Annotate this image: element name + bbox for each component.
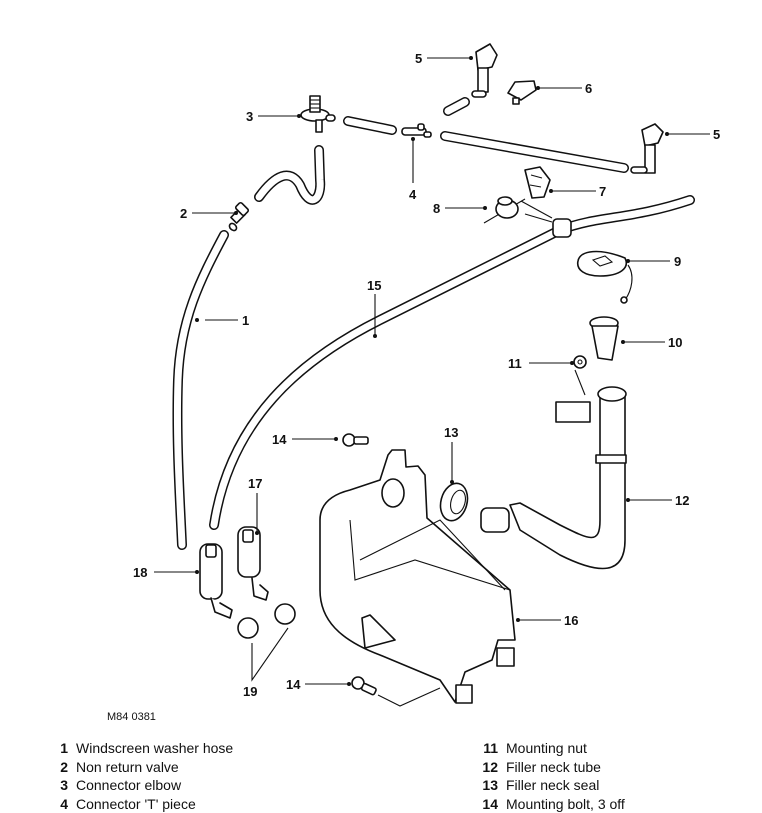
callout-10: 10 (668, 335, 682, 350)
part-jet-hose-short (448, 102, 465, 111)
part-jet-hose-long (445, 136, 624, 168)
legend-label: Filler neck tube (506, 759, 601, 775)
legend-label: Windscreen washer hose (76, 740, 233, 756)
legend-label: Connector 'T' piece (76, 796, 196, 812)
legend-item: 4 Connector 'T' piece (58, 795, 233, 813)
part-washer-jet-upper (472, 44, 497, 97)
part-reservoir (320, 450, 515, 703)
part-filler-cap (578, 252, 632, 303)
part-pump-seals (238, 604, 295, 638)
callout-3: 3 (246, 109, 253, 124)
part-filler-neck-tube (481, 387, 626, 569)
part-connector-elbow (301, 96, 335, 132)
callout-18: 18 (133, 565, 147, 580)
callout-5a: 5 (415, 51, 422, 66)
part-filler-neck-seal (437, 480, 472, 523)
legend-item: 11 Mounting nut (480, 739, 625, 758)
callout-13: 13 (444, 425, 458, 440)
callout-9: 9 (674, 254, 681, 269)
callout-14a: 14 (272, 432, 287, 447)
legend-number: 1 (58, 739, 68, 758)
exploded-parts-diagram: 1 2 3 4 5 5 6 7 8 9 10 11 12 13 14 14 15… (0, 0, 762, 730)
legend-label: Filler neck seal (506, 777, 599, 793)
part-hose-clip (525, 167, 550, 198)
callout-5b: 5 (713, 127, 720, 142)
part-mounting-nut (574, 356, 586, 395)
part-rear-non-return-valve (484, 197, 525, 223)
parts-legend-left: 1 Windscreen washer hose 2 Non return valv… (58, 739, 233, 813)
legend-number: 4 (58, 795, 68, 813)
legend-item: 13 Filler neck seal (480, 776, 625, 795)
legend-number: 11 (480, 739, 498, 758)
part-short-hose (348, 121, 392, 130)
callout-14b: 14 (286, 677, 301, 692)
legend-label: Mounting nut (506, 740, 587, 756)
legend-item: 12 Filler neck tube (480, 758, 625, 777)
callout-17: 17 (248, 476, 262, 491)
part-rear-washer-pump (238, 527, 268, 600)
part-elbow-hose (259, 150, 320, 200)
legend-item: 14 Mounting bolt, 3 off (480, 795, 625, 813)
callout-6: 6 (585, 81, 592, 96)
legend-item: 3 Connector elbow (58, 776, 233, 795)
callout-12: 12 (675, 493, 689, 508)
legend-number: 2 (58, 758, 68, 777)
part-jet-clip (508, 81, 536, 104)
callout-2: 2 (180, 206, 187, 221)
legend-label: Connector elbow (76, 777, 181, 793)
callout-16: 16 (564, 613, 578, 628)
legend-item: 2 Non return valve (58, 758, 233, 777)
part-filler-filter (590, 317, 618, 360)
legend-item: 1 Windscreen washer hose (58, 739, 233, 758)
part-mounting-bolt-lower (352, 677, 440, 706)
callout-1: 1 (242, 313, 249, 328)
legend-label: Non return valve (76, 759, 179, 775)
parts-legend-right: 11 Mounting nut 12 Filler neck tube 13 Fill… (480, 739, 625, 813)
callout-7: 7 (599, 184, 606, 199)
callout-19: 19 (243, 684, 257, 699)
part-non-return-valve (228, 202, 249, 232)
callout-11: 11 (508, 356, 522, 371)
callout-8: 8 (433, 201, 440, 216)
legend-number: 14 (480, 795, 498, 813)
part-connector-t-piece (402, 124, 431, 137)
part-washer-jet-right (631, 124, 663, 173)
callout-4: 4 (409, 187, 417, 202)
legend-number: 3 (58, 776, 68, 795)
legend-label: Mounting bolt, 3 off (506, 796, 625, 812)
legend-number: 13 (480, 776, 498, 795)
callout-15: 15 (367, 278, 381, 293)
legend-number: 12 (480, 758, 498, 777)
diagram-reference-code: M84 0381 (107, 711, 156, 723)
part-mounting-bolt-upper (343, 434, 368, 446)
part-front-washer-pump (200, 544, 232, 618)
